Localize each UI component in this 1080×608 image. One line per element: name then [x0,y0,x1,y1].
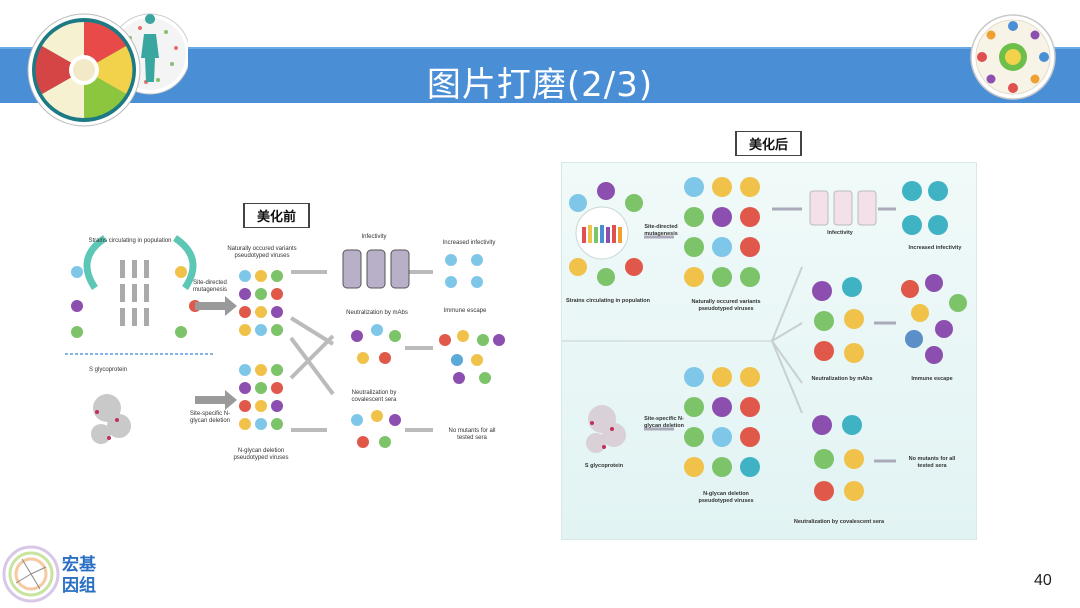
after-strains-label: Strains circulating in population [565,298,651,304]
before-no-mutants-label: No mutants for all tested sera [448,428,496,441]
before-increased-label: Increased infectivity [442,240,496,246]
after-site-directed-label: Site-directed mutagenesis [644,224,678,237]
icon-wheel-logo [970,14,1056,100]
before-strains-label: Strains circulating in population [88,238,172,244]
before-covalescent-label: Neutralization by covalescent sera [351,390,397,403]
before-naturally-label: Naturally occured variants pseudotyped v… [227,246,297,259]
before-nglycan-label: N-glycan deletion pseudotyped viruses [233,448,289,461]
before-site-specific-label: Site-specific N-glycan deletion [189,411,231,424]
brand-line-2: 因组 [62,576,96,596]
before-mabs-label: Neutralization by mAbs [346,310,408,316]
after-figure-art [562,177,967,501]
after-mabs-label: Neutralization by mAbs [811,376,873,382]
before-tag: 美化前 [243,203,311,228]
after-site-specific-label: Site-specific N-glycan deletion [643,416,685,429]
before-site-directed-label: Site-directed mutagenesis [192,280,228,293]
before-s-glyco-label: S glycoprotein [88,367,128,373]
after-increased-label: Increased infectivity [908,245,962,251]
after-nglycan-label: N-glycan deletion pseudotyped viruses [698,491,754,504]
before-infectivity-label: Infectivity [361,234,387,240]
after-no-mutants-label: No mutants for all tested sera [908,456,956,469]
metagenome-tree-icon [2,545,60,603]
before-immune-label: Immune escape [443,308,487,314]
before-figure [65,235,505,448]
after-infectivity-label: Infectivity [827,230,853,236]
after-naturally-label: Naturally occured variants pseudotyped v… [691,299,761,312]
after-s-glyco-label: S glycoprotein [584,463,624,469]
microbiome-wheel-logo [27,13,188,127]
after-tag: 美化后 [735,131,803,156]
after-figure [561,162,977,540]
brand-text: 宏基 因组 [62,555,96,597]
after-immune-label: Immune escape [911,376,953,382]
brand-line-1: 宏基 [62,555,96,575]
after-covalescent-label: Neutralization by covalescent sera [793,519,885,525]
page-number: 40 [1034,572,1052,589]
slide-title: 图片打磨(2/3) [426,65,654,105]
